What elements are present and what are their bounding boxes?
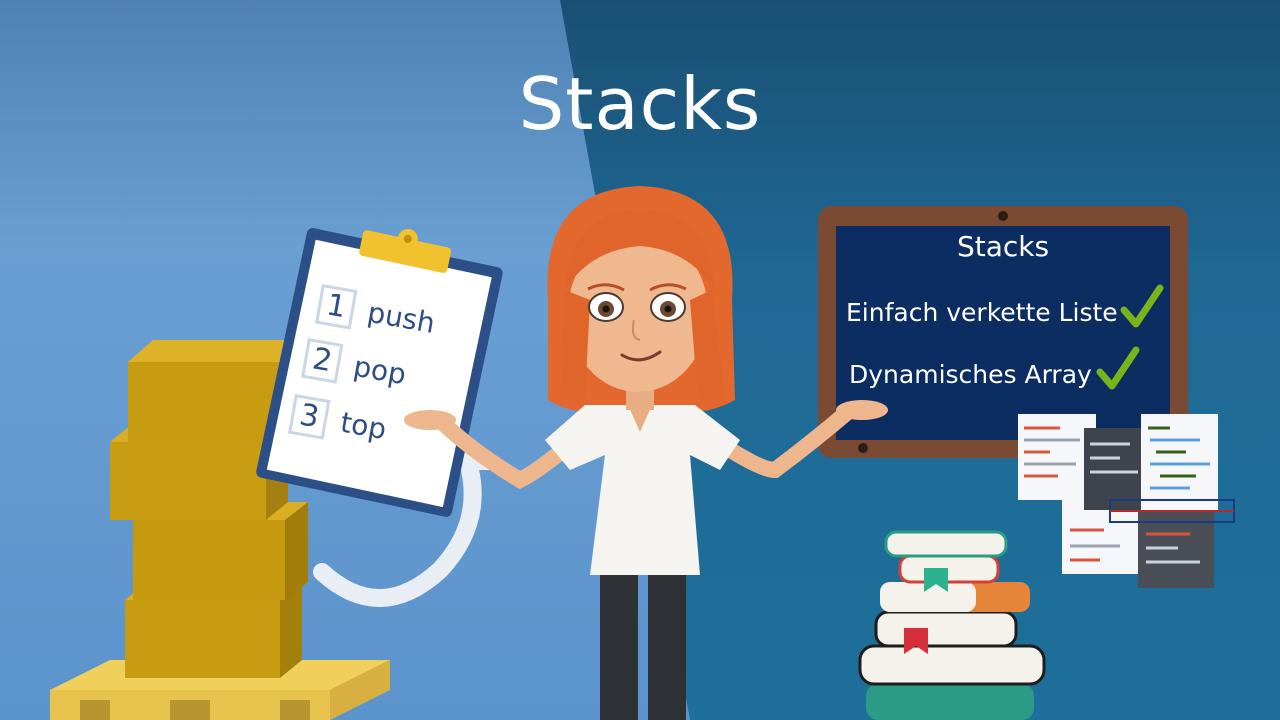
board-title: Stacks bbox=[956, 230, 1050, 263]
chalkboard bbox=[818, 206, 1188, 458]
code-sheets bbox=[1018, 414, 1235, 588]
clipboard-item-label: top bbox=[337, 405, 389, 447]
book-stack bbox=[858, 530, 1046, 720]
slide-title: Stacks bbox=[518, 62, 762, 146]
teacher-character bbox=[404, 186, 888, 720]
clipboard-item-number: 2 bbox=[301, 338, 344, 384]
check-icon bbox=[1120, 284, 1164, 328]
clipboard-item-number: 1 bbox=[315, 284, 358, 330]
board-line-dynamic-array: Dynamisches Array bbox=[849, 360, 1092, 389]
board-line-linked-list: Einfach verkette Liste bbox=[846, 298, 1118, 327]
clipboard-item-number: 3 bbox=[288, 394, 331, 440]
clipboard-item-label: pop bbox=[350, 349, 409, 392]
clipboard-item-label: push bbox=[364, 295, 438, 340]
check-icon bbox=[1096, 346, 1140, 390]
clipboard bbox=[256, 228, 503, 517]
